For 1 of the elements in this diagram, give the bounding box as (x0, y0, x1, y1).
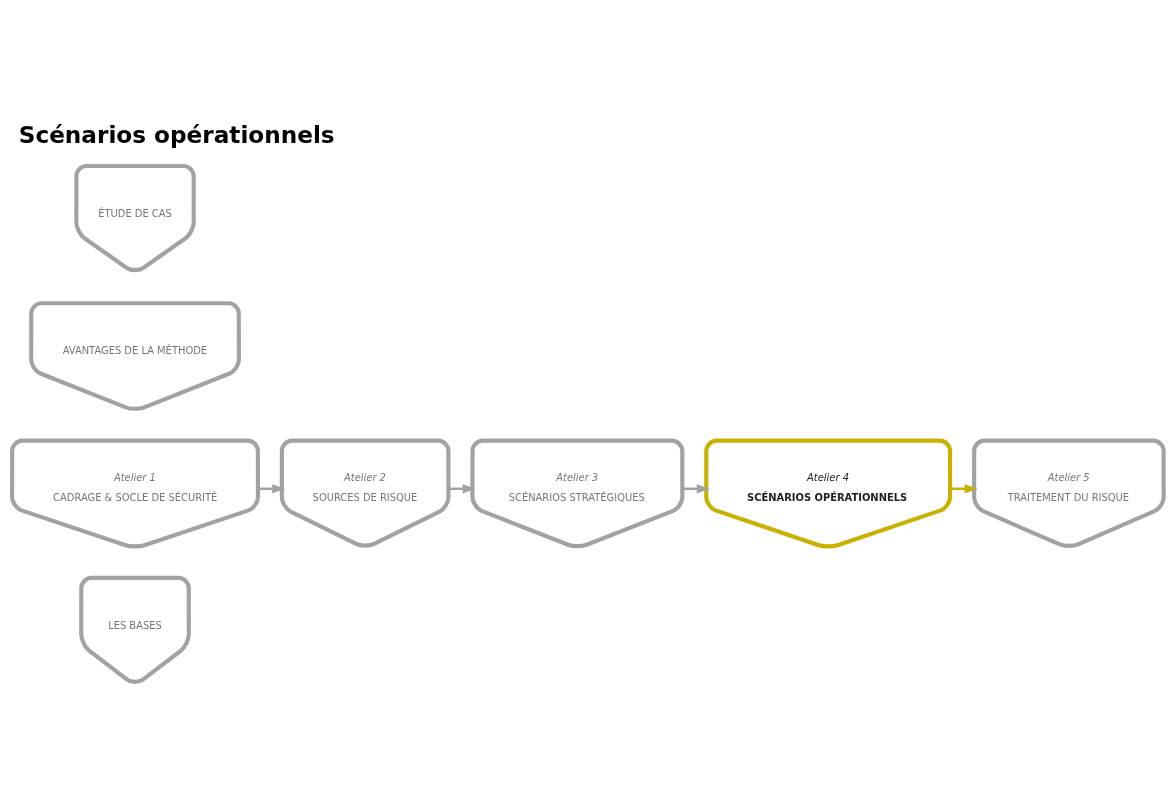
diagram-title: Scénarios opérationnels (18, 122, 335, 149)
